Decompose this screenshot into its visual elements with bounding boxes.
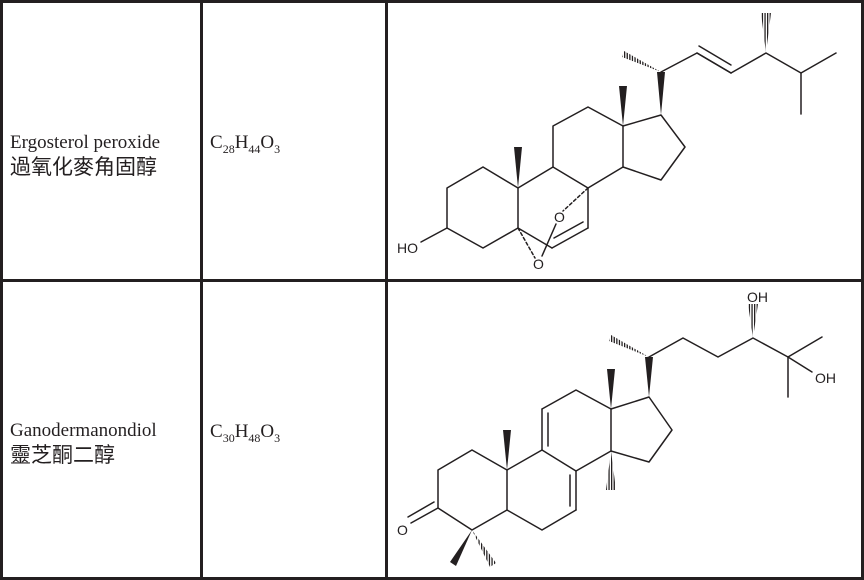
column-divider-2	[385, 0, 388, 580]
peroxide-oxygen-label: O	[554, 209, 565, 225]
hydroxyl-label: HO	[397, 240, 418, 256]
hydroxyl-label: OH	[815, 370, 836, 386]
ergosterol-stereo-bonds	[514, 13, 771, 188]
row-2-formula: C30H48O3	[210, 421, 281, 445]
ganodermanondiol-stereo-bonds	[450, 304, 758, 567]
ketone-oxygen-label: O	[397, 522, 408, 538]
table-border-top	[0, 0, 864, 3]
row-2-name-cell: Ganodermanondiol 靈芝酮二醇	[10, 420, 157, 468]
table-border-bottom	[0, 577, 864, 580]
row-1-name-cell: Ergosterol peroxide 過氧化麥角固醇	[10, 132, 160, 180]
column-divider-1	[200, 0, 203, 580]
ergosterol-peroxide-structure	[420, 45, 837, 259]
compound-name-chinese: 過氧化麥角固醇	[10, 155, 157, 179]
compound-name-chinese: 靈芝酮二醇	[10, 443, 115, 467]
ganodermanondiol-structure	[407, 336, 823, 531]
row-divider	[0, 279, 864, 282]
hydroxyl-label: OH	[747, 289, 768, 305]
row-1-formula: C28H44O3	[210, 132, 281, 156]
compound-name-english: Ergosterol peroxide	[10, 132, 161, 153]
peroxide-oxygen-label: O	[533, 256, 544, 272]
table-border-right	[861, 0, 864, 580]
compound-name-english: Ganodermanondiol	[10, 420, 157, 441]
table-border-left	[0, 0, 3, 580]
